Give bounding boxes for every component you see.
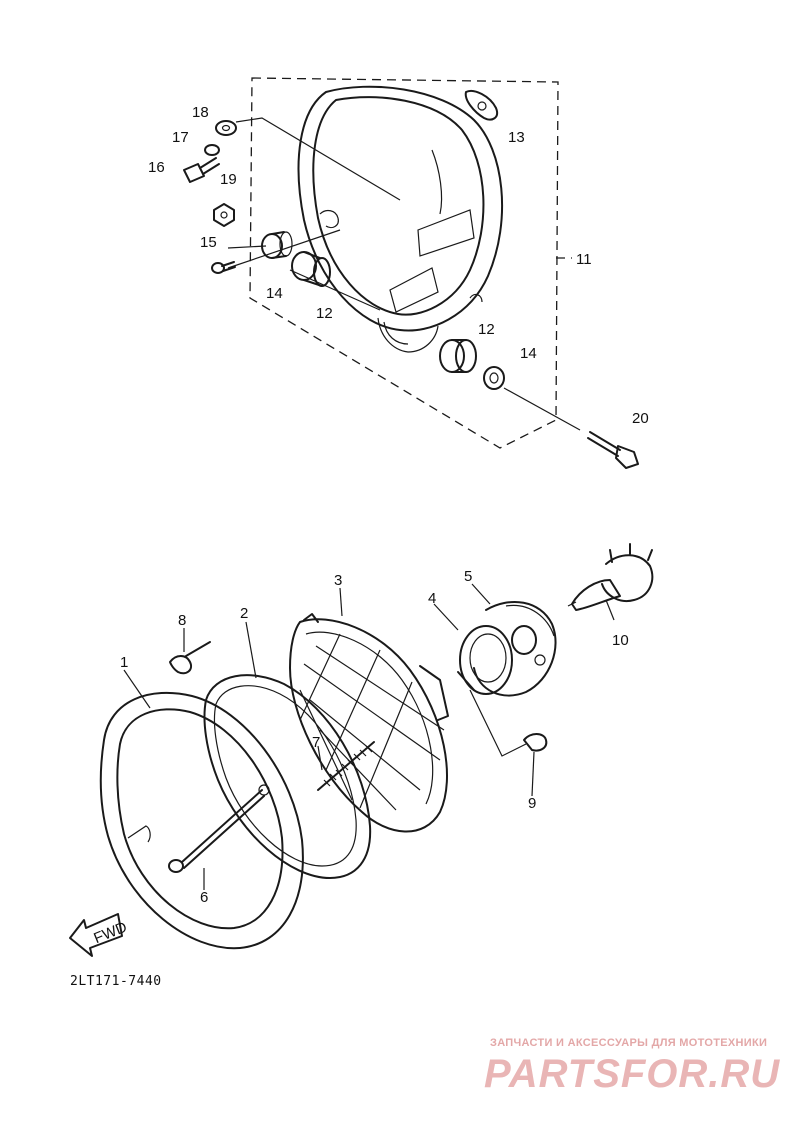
callout-7: 7	[312, 734, 320, 751]
bolt-20	[587, 431, 639, 469]
nut-19	[213, 203, 235, 227]
callout-5: 5	[464, 568, 472, 585]
lock-washer-17	[204, 144, 220, 156]
washer-18	[215, 120, 237, 136]
callout-18: 18	[192, 104, 209, 121]
callout-labels: 1 2 3 4 5 6 7 8 9 10 11 12 12 13 14 14 1…	[120, 104, 649, 906]
damper-14-right	[483, 366, 505, 390]
callout-13: 13	[508, 129, 525, 146]
adjust-screw	[168, 784, 270, 873]
fwd-arrow: FWD	[69, 913, 130, 957]
callout-1: 1	[120, 654, 128, 671]
diagram-code: 2LT171-7440	[70, 974, 162, 989]
wire-clip	[169, 641, 211, 675]
callout-15: 15	[200, 234, 217, 251]
watermark-logo: PARTSFOR.RU	[484, 1052, 781, 1096]
callout-20: 20	[632, 410, 649, 427]
bulb-holder-ring	[457, 625, 513, 695]
callout-14-left: 14	[266, 285, 283, 302]
retaining-clip	[523, 733, 548, 752]
collar-12-left	[291, 251, 331, 287]
damper-14-left	[261, 231, 293, 259]
callout-12-right: 12	[478, 321, 495, 338]
leaders-lower	[123, 583, 615, 890]
housing-group-outline	[249, 77, 572, 449]
callout-17: 17	[172, 129, 189, 146]
headlight-housing	[297, 85, 504, 353]
watermark-tagline: ЗАПЧАСТИ И АКСЕССУАРЫ ДЛЯ МОТОТЕХНИКИ	[490, 1037, 768, 1049]
halogen-bulb	[567, 543, 654, 611]
callout-12-left: 12	[316, 305, 333, 322]
screw-15	[211, 261, 236, 274]
bolt-16	[183, 157, 220, 183]
callout-19: 19	[220, 171, 237, 188]
callout-4: 4	[428, 590, 436, 607]
adjust-spring	[317, 741, 375, 791]
collar-12-right	[439, 339, 477, 373]
callout-14-right: 14	[520, 345, 537, 362]
mounting-ring	[203, 674, 372, 879]
callout-6: 6	[200, 889, 208, 906]
callout-9: 9	[528, 795, 536, 812]
callout-16: 16	[148, 159, 165, 176]
callout-2: 2	[240, 605, 248, 622]
callout-8: 8	[178, 612, 186, 629]
callout-10: 10	[612, 632, 629, 649]
callout-3: 3	[334, 572, 342, 589]
callout-11: 11	[576, 251, 592, 268]
lens-unit	[289, 613, 449, 833]
socket-cover	[473, 600, 557, 697]
leaders-upper	[227, 117, 581, 431]
headlight-rim	[99, 692, 304, 950]
mount-bracket	[464, 90, 498, 121]
